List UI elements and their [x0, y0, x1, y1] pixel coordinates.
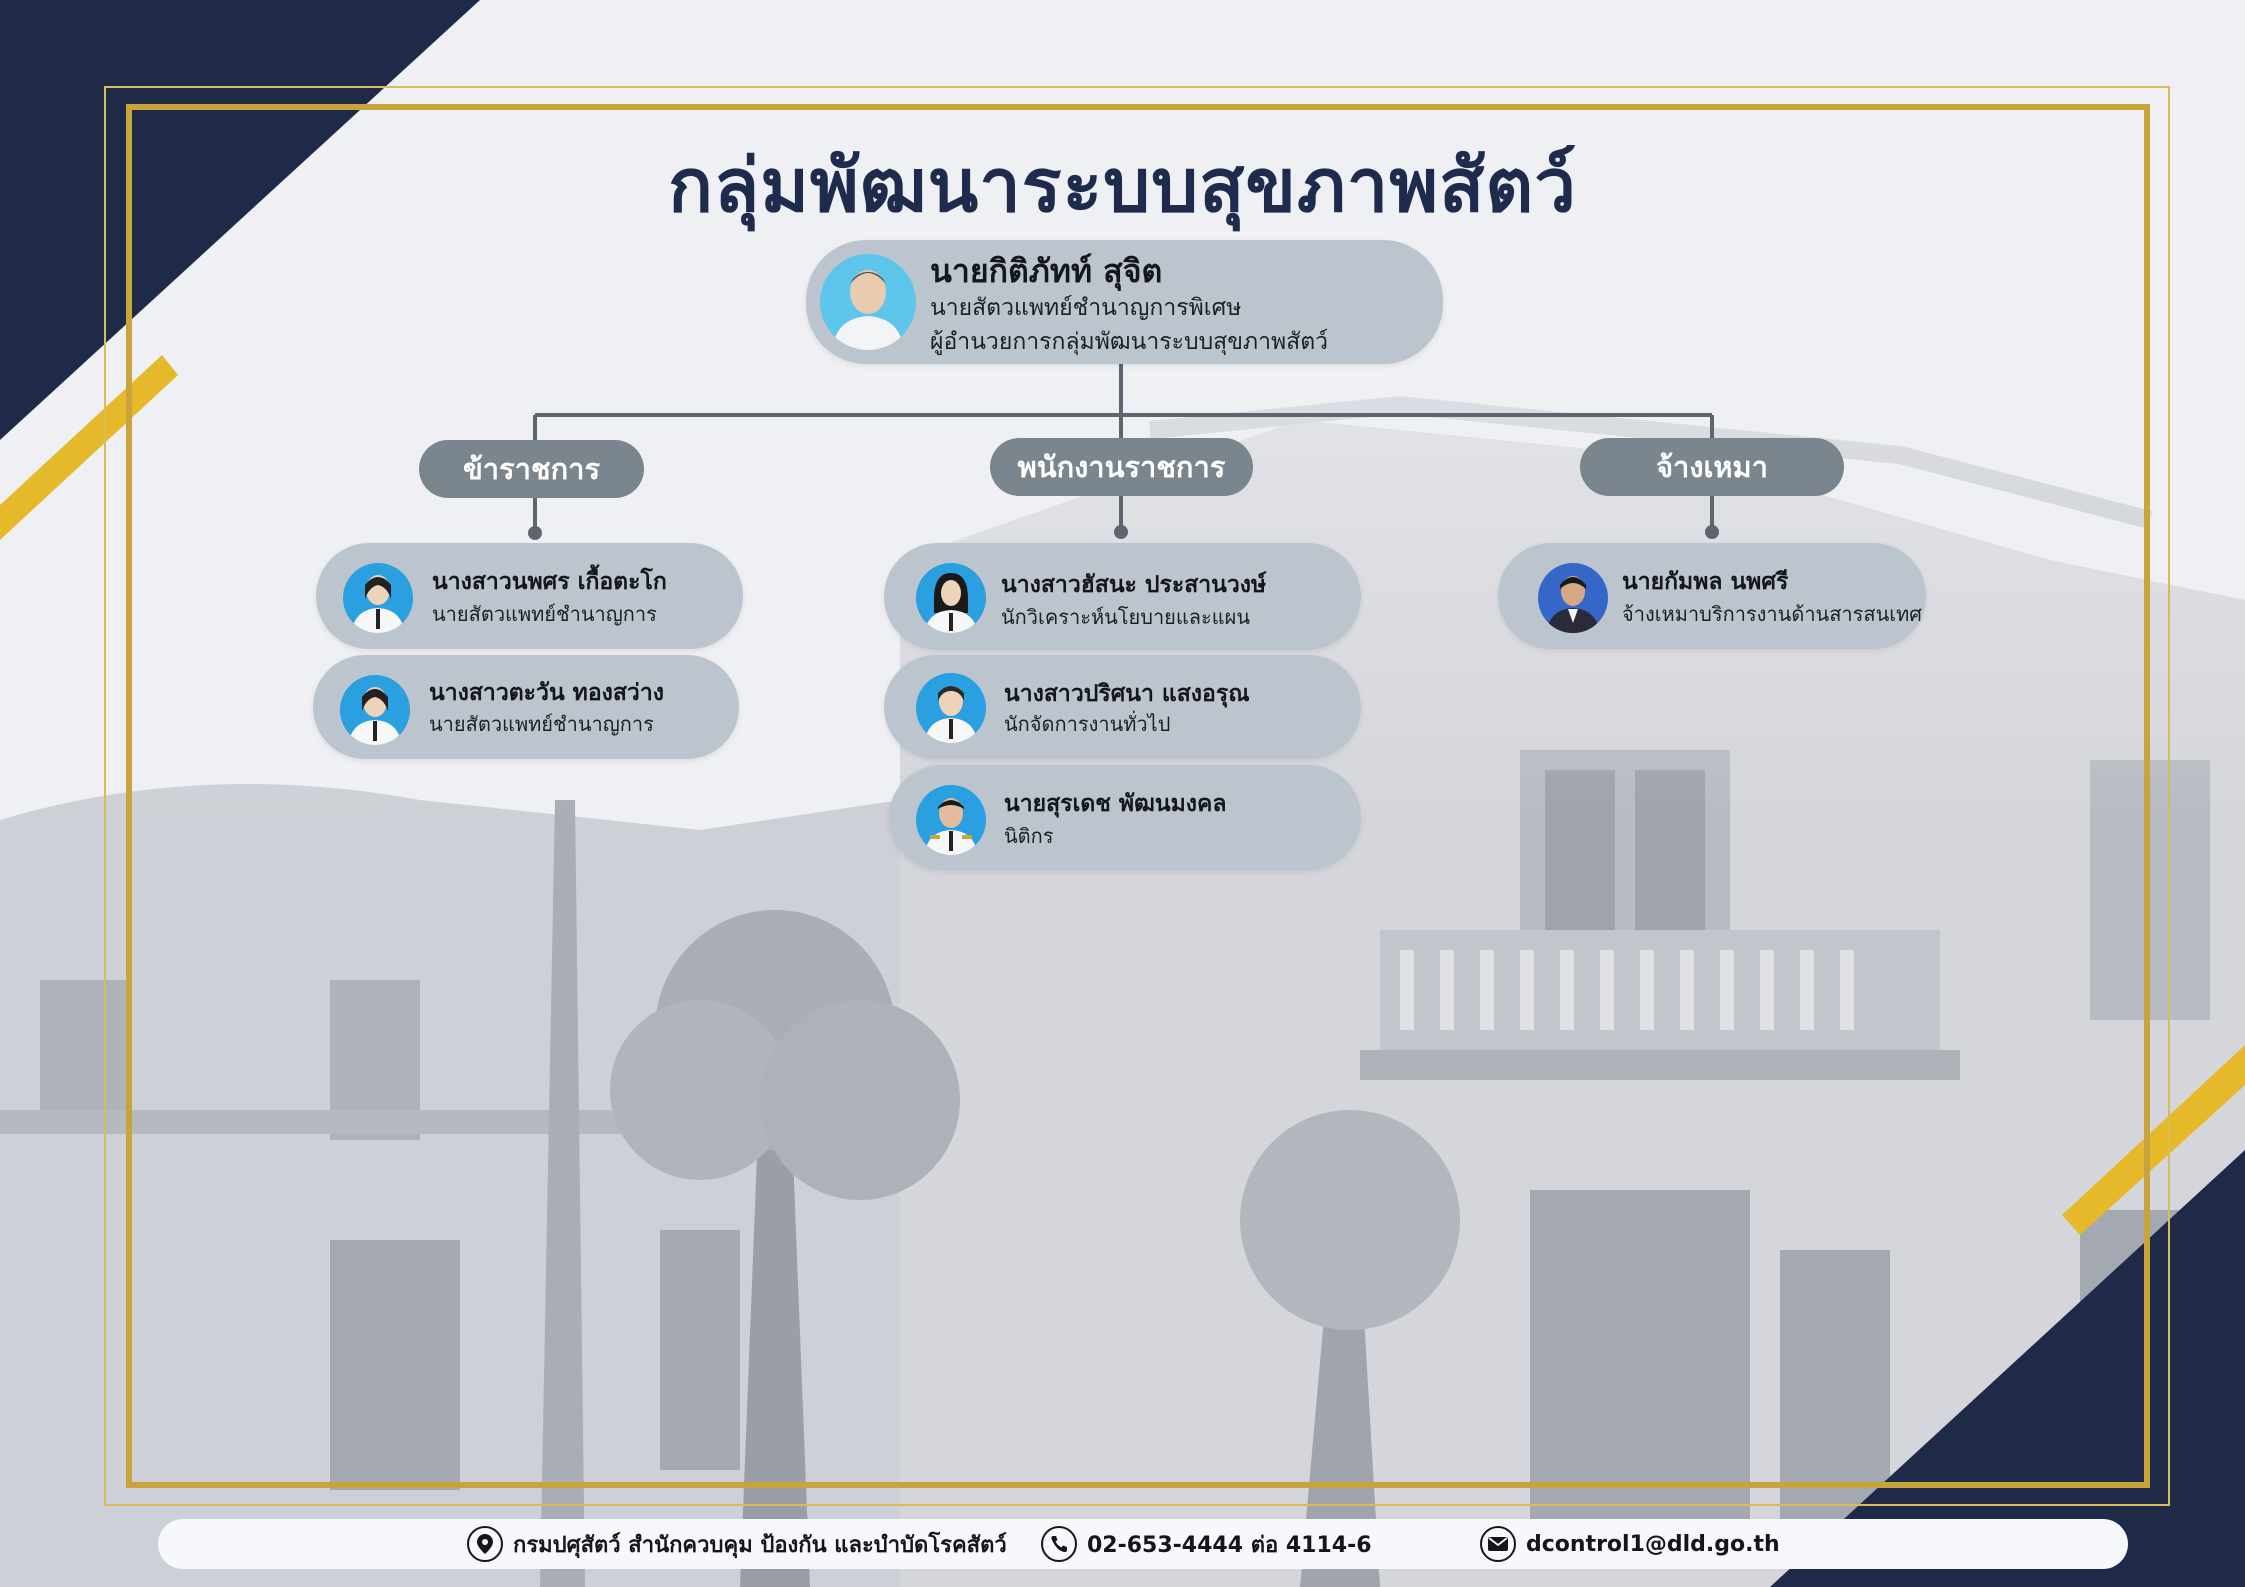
address-text: กรมปศุสัตว์ สำนักควบคุม ป้องกัน และบำบัด… [513, 1532, 1007, 1558]
category-contract: จ้างเหมา [1580, 438, 1844, 496]
head-name: นายกิติภัทท์ สุจิต [930, 252, 1163, 290]
location-pin-icon [467, 1526, 503, 1562]
avatar [1538, 563, 1608, 633]
footer-email[interactable]: dcontrol1@dld.go.th [1480, 1524, 1780, 1564]
footer-phone[interactable]: 02-653-4444 ต่อ 4114-6 [1041, 1524, 1372, 1564]
phone-icon [1041, 1526, 1077, 1562]
avatar [343, 563, 413, 633]
staff-position: นักจัดการงานทั่วไป [1004, 712, 1171, 736]
envelope-icon [1480, 1526, 1516, 1562]
staff-position: นิติกร [1004, 824, 1054, 848]
staff-position: นักวิเคราะห์นโยบายและแผน [1001, 605, 1251, 629]
staff-name: นางสาวตะวัน ทองสว่าง [429, 680, 664, 706]
avatar [340, 675, 410, 745]
staff-card[interactable]: นายกัมพล นพศรี จ้างเหมาบริการงานด้านสารส… [1498, 543, 1926, 649]
head-position: นายสัตวแพทย์ชำนาญการพิเศษ [930, 295, 1242, 321]
head-role: ผู้อำนวยการกลุ่มพัฒนาระบบสุขภาพสัตว์ [930, 329, 1329, 355]
footer-address: กรมปศุสัตว์ สำนักควบคุม ป้องกัน และบำบัด… [467, 1524, 1007, 1564]
category-civil-servant: ข้าราชการ [419, 440, 644, 498]
staff-name: นายสุรเดช พัฒนมงคล [1004, 791, 1227, 817]
staff-name: นางสาวปริศนา แสงอรุณ [1004, 681, 1250, 707]
staff-position: นายสัตวแพทย์ชำนาญการ [429, 712, 654, 736]
staff-card[interactable]: นายสุรเดช พัฒนมงคล นิติกร [889, 765, 1361, 870]
staff-name: นายกัมพล นพศรี [1622, 569, 1789, 595]
avatar [916, 673, 986, 743]
staff-card[interactable]: นางสาวนพศร เกื้อตะโก นายสัตวแพทย์ชำนาญกา… [316, 543, 743, 649]
outer-frame [104, 86, 2170, 1506]
staff-card[interactable]: นางสาวตะวัน ทองสว่าง นายสัตวแพทย์ชำนาญกา… [313, 655, 739, 759]
staff-name: นางสาวฮัสนะ ประสานวงษ์ [1001, 572, 1267, 598]
phone-text: 02-653-4444 ต่อ 4114-6 [1087, 1532, 1372, 1558]
staff-card[interactable]: นางสาวปริศนา แสงอรุณ นักจัดการงานทั่วไป [884, 655, 1361, 759]
head-card[interactable]: นายกิติภัทท์ สุจิต นายสัตวแพทย์ชำนาญการพ… [806, 240, 1443, 364]
staff-position: จ้างเหมาบริการงานด้านสารสนเทศ [1622, 602, 1922, 626]
avatar [820, 254, 916, 350]
staff-card[interactable]: นางสาวฮัสนะ ประสานวงษ์ นักวิเคราะห์นโยบา… [884, 543, 1361, 650]
inner-frame [126, 104, 2150, 1488]
staff-position: นายสัตวแพทย์ชำนาญการ [432, 602, 657, 626]
avatar [916, 563, 986, 633]
page-title: กลุ่มพัฒนาระบบสุขภาพสัตว์ [668, 143, 1577, 229]
avatar [916, 785, 986, 855]
email-text: dcontrol1@dld.go.th [1526, 1531, 1780, 1557]
staff-name: นางสาวนพศร เกื้อตะโก [432, 569, 667, 595]
category-government-employee: พนักงานราชการ [990, 438, 1253, 496]
